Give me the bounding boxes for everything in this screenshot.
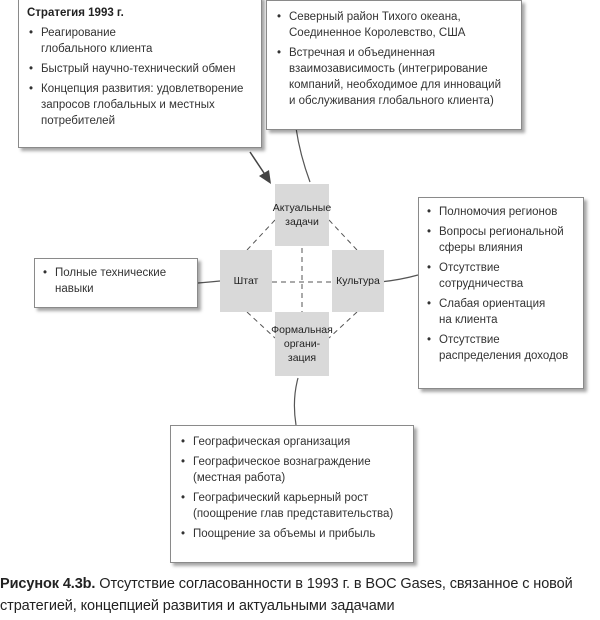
list-item: •Поощрение за объемы и прибыль xyxy=(181,528,376,540)
node-tasks: Актуальные задачи xyxy=(273,184,331,246)
node-staff: Штат xyxy=(220,250,272,312)
dashed-line-bottom-left xyxy=(246,311,276,339)
right-box-tail xyxy=(379,274,419,283)
list-item: •Быстрый научно-технический обмен xyxy=(29,63,236,75)
caption-label: Рисунок 4.3b. xyxy=(0,576,96,592)
staff-box: •Полные технические навыки xyxy=(34,258,198,308)
list-item: •Географический карьерный рост (поощрени… xyxy=(181,492,394,520)
strategy-arrow-line xyxy=(249,151,267,177)
culture-list: •Полномочия регионов •Вопросы региональн… xyxy=(425,204,577,364)
list-item: •Географическая организация xyxy=(181,436,351,448)
node-culture: Культура xyxy=(332,250,384,312)
list-item: •Отсутствие распределения доходов xyxy=(427,334,569,362)
dashed-line-top-right xyxy=(328,219,358,251)
strategy-arrowhead xyxy=(259,170,271,184)
left-box-tail xyxy=(197,280,221,284)
list-item: •Концепция развития: удовлетворение запр… xyxy=(29,83,244,127)
dashed-line-top-left xyxy=(246,219,276,251)
list-item: •Географическое вознаграждение (местная … xyxy=(181,456,371,484)
bottom-box-tail xyxy=(293,377,299,426)
list-item: •Вопросы региональной сферы влияния xyxy=(427,226,564,254)
list-item: •Встречная и объединенная взаимозависимо… xyxy=(277,47,501,107)
dashed-line-bottom-right xyxy=(328,311,358,339)
top-box-tail xyxy=(295,127,311,183)
strategy-box: Стратегия 1993 г. •Реагирование глобальн… xyxy=(18,0,262,148)
list-item: •Полномочия регионов xyxy=(427,206,558,218)
list-item: •Отсутствие сотрудничества xyxy=(427,262,524,290)
formal-org-box: •Географическая организация •Географичес… xyxy=(170,425,414,563)
list-item: •Полные технические навыки xyxy=(43,267,167,295)
strategy-title: Стратегия 1993 г. xyxy=(27,7,124,19)
staff-list: •Полные технические навыки xyxy=(41,265,189,297)
list-item: •Северный район Тихого океана, Соединенн… xyxy=(277,11,466,39)
regions-box: •Северный район Тихого океана, Соединенн… xyxy=(266,0,522,130)
list-item: •Реагирование глобального клиента xyxy=(29,27,153,55)
caption-text: Отсутствие согласованности в 1993 г. в B… xyxy=(0,576,573,614)
node-formal-org: Формальная органи- зация xyxy=(271,312,333,376)
strategy-list: •Реагирование глобального клиента •Быстр… xyxy=(27,25,253,129)
figure-caption: Рисунок 4.3b. Отсутствие согласованности… xyxy=(0,573,600,617)
formal-org-list: •Географическая организация •Географичес… xyxy=(179,434,405,542)
culture-box: •Полномочия регионов •Вопросы региональн… xyxy=(418,197,584,389)
regions-list: •Северный район Тихого океана, Соединенн… xyxy=(275,9,513,109)
list-item: •Слабая ориентация на клиента xyxy=(427,298,546,326)
